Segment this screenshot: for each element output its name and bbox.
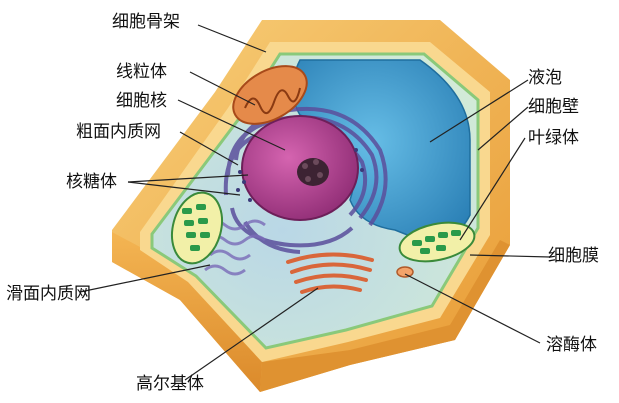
nucleolus [297,158,329,186]
lysosome [397,267,413,277]
label-mitochondrion: 线粒体 [116,62,167,82]
label-golgi: 高尔基体 [136,374,204,394]
label-chloroplast: 叶绿体 [528,128,579,148]
label-nucleus: 细胞核 [116,91,167,111]
label-ribosome: 核糖体 [66,172,117,192]
label-cytoskeleton: 细胞骨架 [112,12,180,32]
label-cell-membrane: 细胞膜 [548,246,599,266]
label-vacuole: 液泡 [528,68,562,88]
label-lysosome: 溶酶体 [546,335,597,355]
label-cell-wall: 细胞壁 [528,97,579,117]
label-smooth-er: 滑面内质网 [6,284,91,304]
nucleus [242,116,358,220]
label-rough-er: 粗面内质网 [76,122,161,142]
